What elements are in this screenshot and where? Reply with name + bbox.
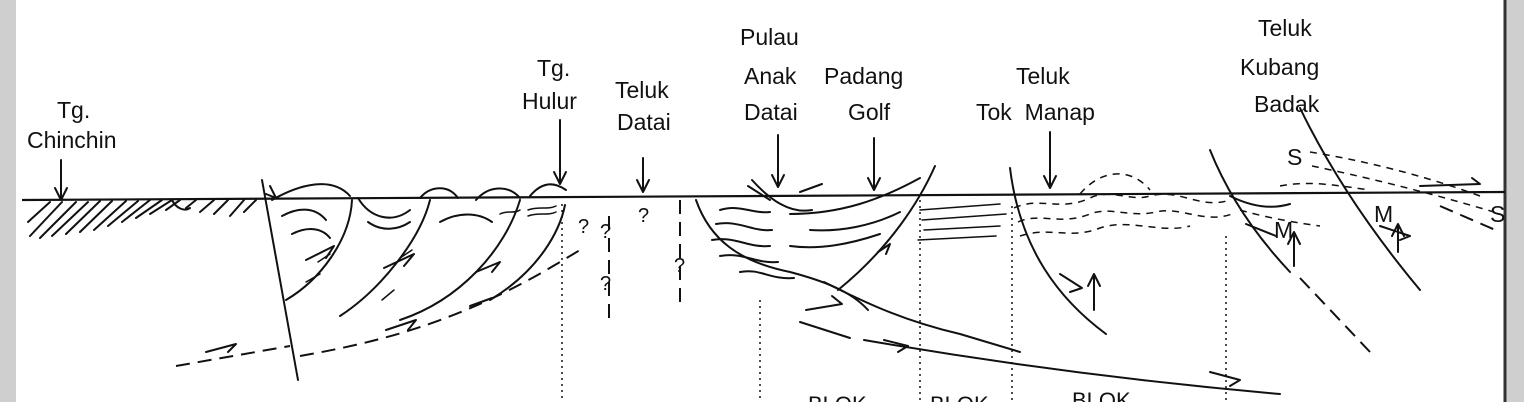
label-padang-golf: Padang Golf bbox=[824, 63, 903, 125]
svg-text:Datai: Datai bbox=[617, 109, 671, 135]
scan-right-margin bbox=[1505, 0, 1524, 402]
svg-text:Anak: Anak bbox=[744, 63, 797, 89]
uncertain-zone: ? ? ? ? ? bbox=[578, 200, 685, 322]
central-block-structures bbox=[695, 165, 1281, 395]
symbol-m-right: M bbox=[1374, 201, 1393, 227]
basement-hatching bbox=[27, 199, 257, 239]
svg-text:?: ? bbox=[578, 216, 589, 238]
scan-left-margin bbox=[0, 0, 16, 402]
label-tg-hulur: Tg. Hulur bbox=[522, 55, 577, 114]
svg-text:?: ? bbox=[600, 273, 611, 295]
svg-text:Hulur: Hulur bbox=[522, 88, 577, 114]
symbol-s-upper: S bbox=[1287, 144, 1302, 170]
svg-text:Tok Manap: Tok Manap bbox=[976, 99, 1095, 125]
label-teluk-datai: Teluk Datai bbox=[615, 77, 671, 135]
label-teluk-kubang-badak: Teluk Kubang Badak bbox=[1240, 15, 1320, 117]
arrow-head-icon bbox=[1287, 231, 1301, 245]
arrow-head-icon bbox=[1391, 223, 1405, 237]
bottom-block-labels: BLOK BLOK BLOK bbox=[808, 388, 1131, 407]
svg-text:?: ? bbox=[638, 205, 649, 227]
left-block-structures bbox=[175, 179, 581, 381]
svg-text:Padang: Padang bbox=[824, 63, 903, 89]
arrow-head-icon bbox=[636, 179, 650, 193]
svg-text:Teluk: Teluk bbox=[1258, 15, 1312, 41]
svg-text:?: ? bbox=[600, 221, 611, 243]
label-tg-chinchin: Tg. Chinchin bbox=[27, 97, 117, 153]
arrow-head-icon bbox=[553, 171, 567, 185]
svg-text:Chinchin: Chinchin bbox=[27, 127, 117, 153]
svg-text:BLOK: BLOK bbox=[930, 392, 989, 402]
svg-text:BLOK: BLOK bbox=[1072, 388, 1131, 402]
symbol-s-right: S bbox=[1490, 201, 1505, 227]
svg-text:Badak: Badak bbox=[1254, 91, 1320, 117]
block-boundaries bbox=[561, 200, 1227, 402]
svg-text:Kubang: Kubang bbox=[1240, 54, 1319, 80]
location-arrows bbox=[54, 119, 1057, 201]
right-block-structures bbox=[1009, 167, 1233, 335]
symbol-m-left: M bbox=[1274, 217, 1293, 243]
arrow-head-icon bbox=[867, 177, 881, 191]
svg-text:Golf: Golf bbox=[848, 99, 891, 125]
arrow-head-icon bbox=[771, 174, 785, 188]
arrow-head-icon bbox=[1087, 273, 1101, 287]
svg-text:Teluk: Teluk bbox=[1016, 63, 1070, 89]
far-right-block-structures: S S M M bbox=[1209, 107, 1505, 353]
label-teluk-tok-manap: Teluk Tok Manap bbox=[976, 63, 1095, 125]
svg-text:Datai: Datai bbox=[744, 99, 798, 125]
arrow-head-icon bbox=[1043, 175, 1057, 189]
label-pulau-anak-datai: Pulau Anak Datai bbox=[740, 24, 799, 125]
svg-text:Tg.: Tg. bbox=[57, 97, 90, 123]
svg-text:BLOK: BLOK bbox=[808, 392, 867, 402]
svg-text:Teluk: Teluk bbox=[615, 77, 669, 103]
svg-text:Pulau: Pulau bbox=[740, 24, 799, 50]
svg-text:Tg.: Tg. bbox=[537, 55, 570, 81]
